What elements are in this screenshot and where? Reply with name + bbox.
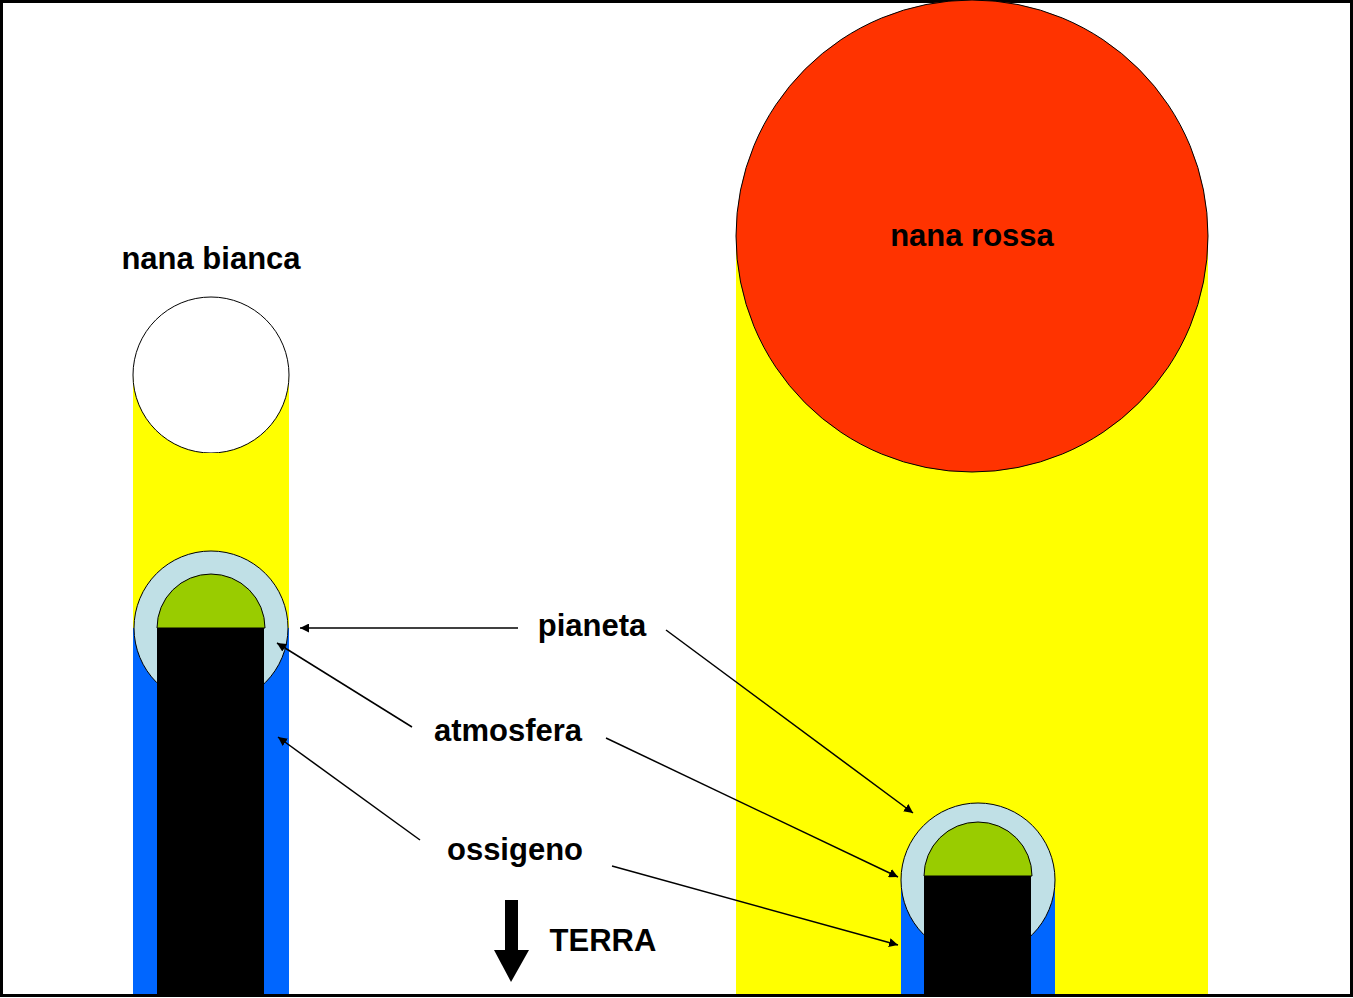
planet-shadow xyxy=(924,876,1031,996)
planet-shadow xyxy=(157,628,264,996)
planet xyxy=(157,574,265,628)
leader-line xyxy=(666,630,913,813)
part-label: ossigeno xyxy=(445,832,585,868)
planet xyxy=(924,822,1032,876)
direction-label: TERRA xyxy=(548,923,659,959)
star-disc xyxy=(133,297,289,453)
star-label: nana bianca xyxy=(121,241,300,277)
leader-line xyxy=(277,643,412,727)
part-label: pianeta xyxy=(536,608,649,644)
star-label: nana rossa xyxy=(890,218,1054,254)
direction-arrow xyxy=(494,950,529,982)
leader-line xyxy=(606,738,898,877)
white-dwarf: nana bianca xyxy=(100,241,322,453)
direction-arrow xyxy=(505,900,518,952)
red-dwarf: nana rossa xyxy=(735,0,1209,473)
leader-line xyxy=(300,627,518,629)
star-disc xyxy=(736,0,1208,472)
leader-line xyxy=(278,737,420,840)
oxygen-band xyxy=(133,628,289,996)
part-label: atmosfera xyxy=(432,713,584,749)
